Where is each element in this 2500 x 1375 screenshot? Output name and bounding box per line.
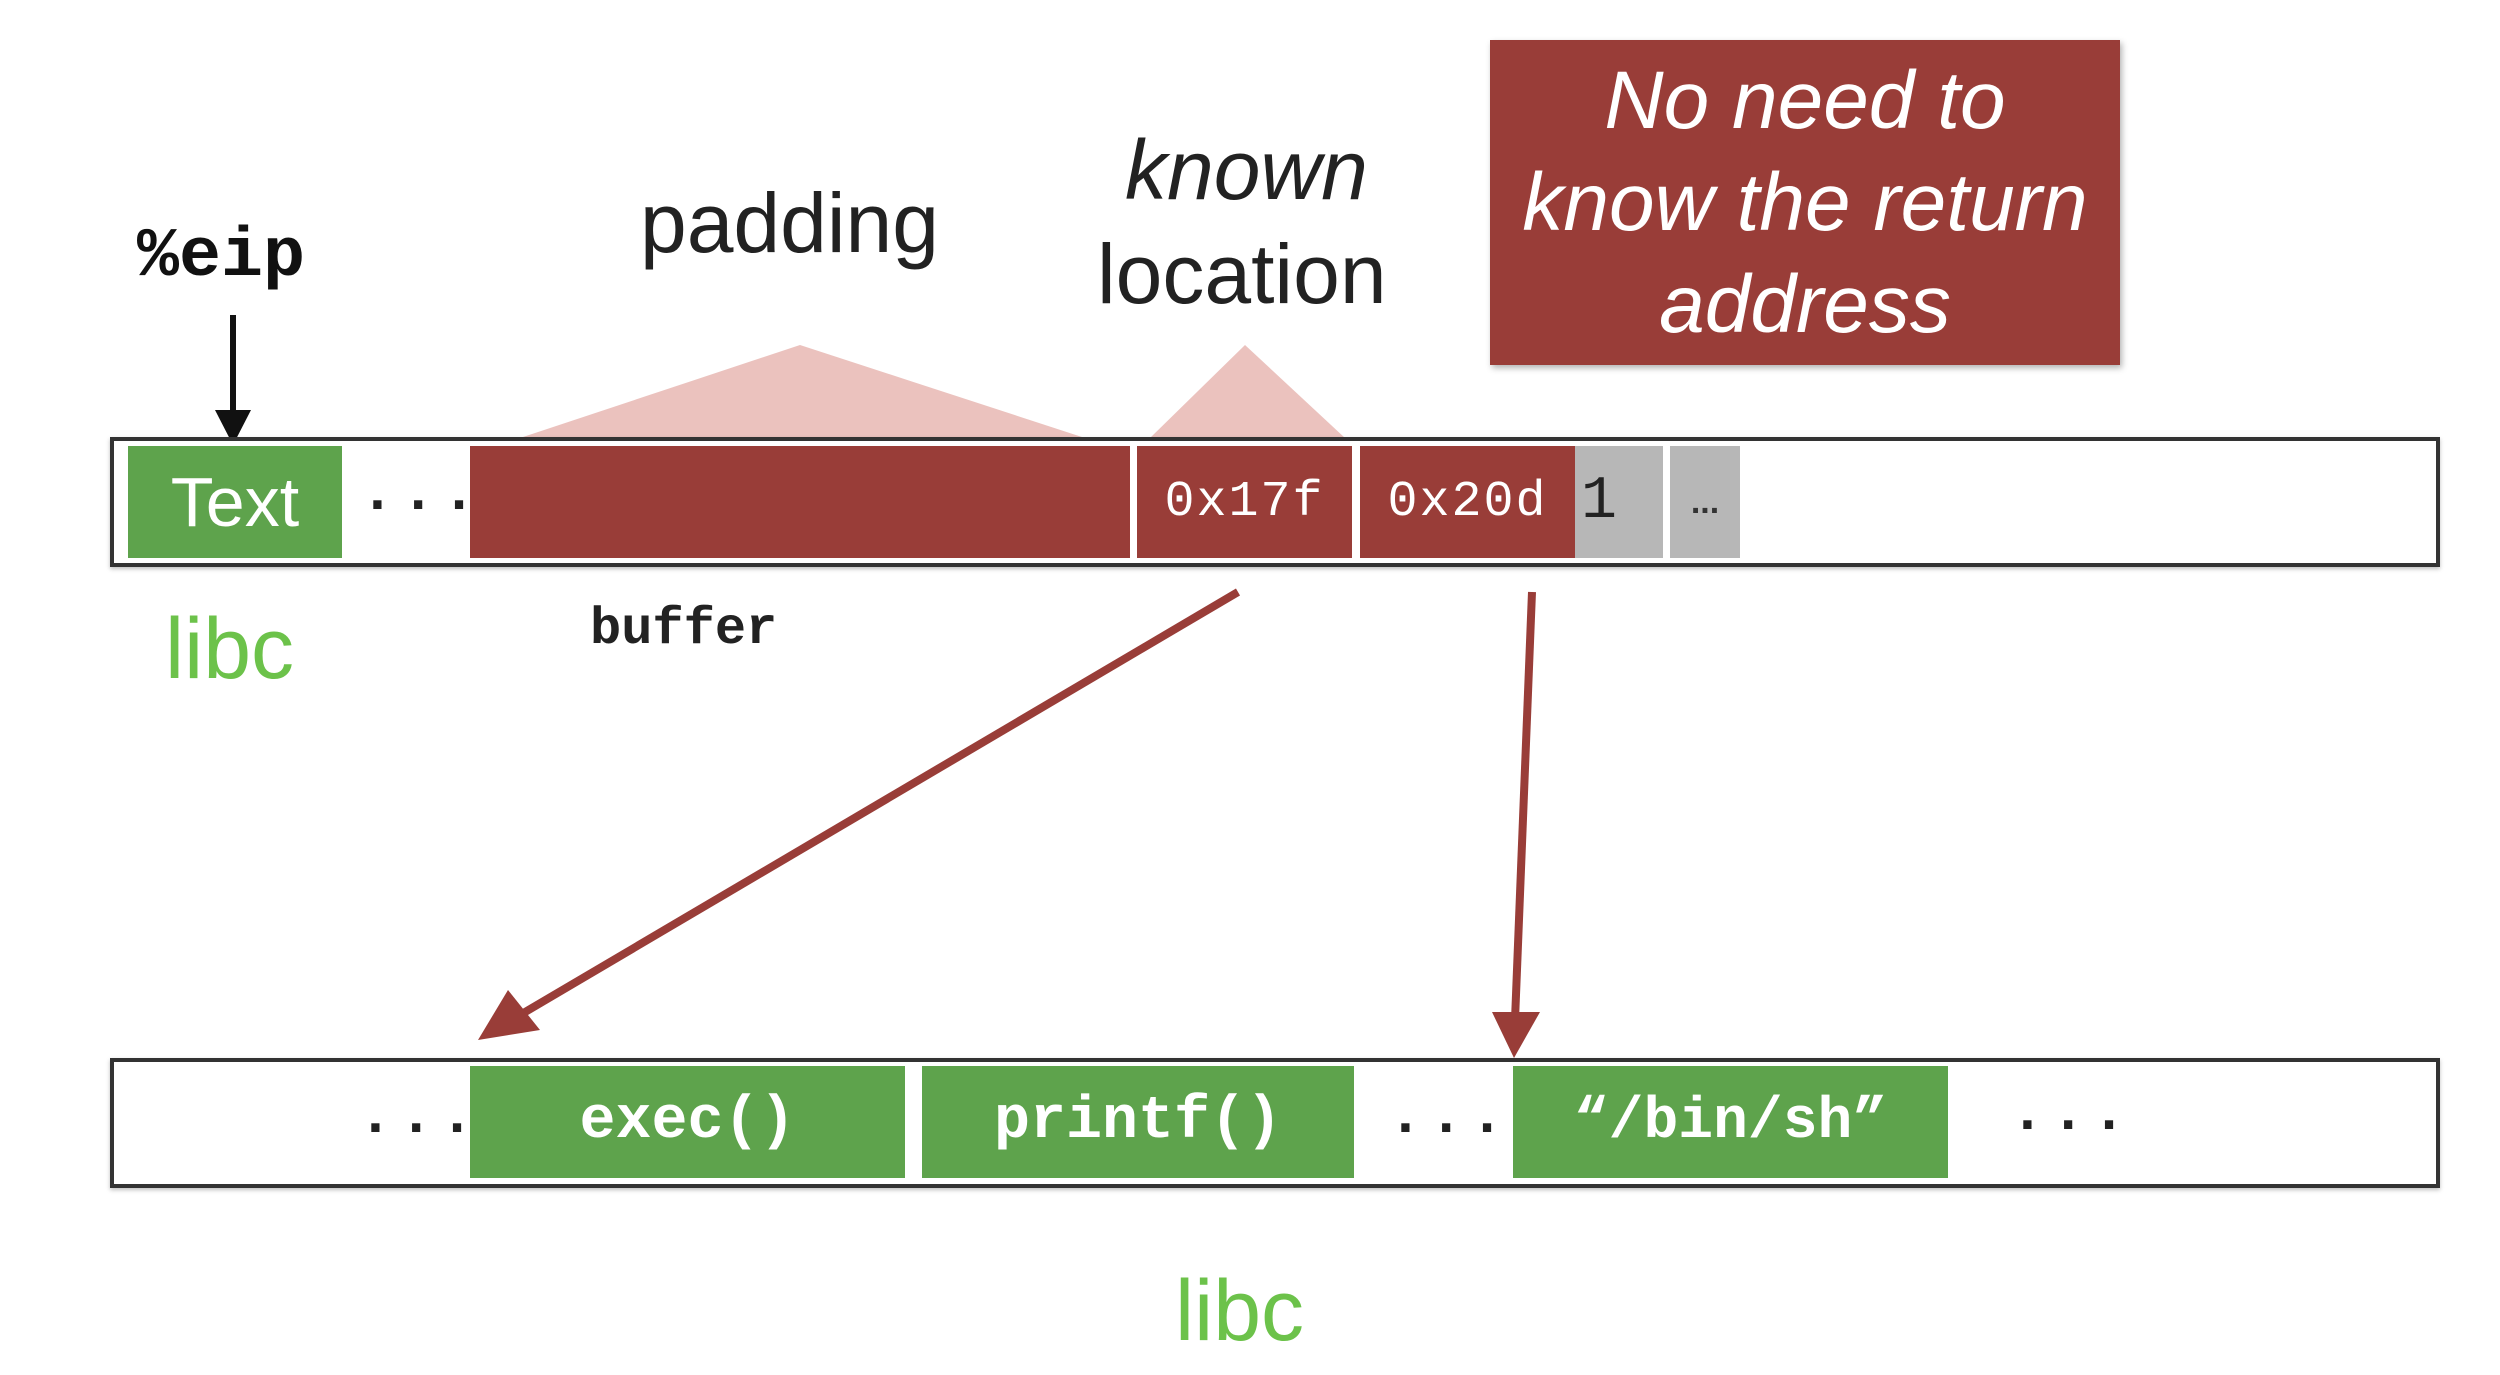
buffer-segment: [470, 446, 1130, 558]
libc-bottom-label: libc: [1175, 1263, 1305, 1359]
addr-0x17f: 0x17f: [1137, 446, 1352, 558]
stack-one-label: 1: [1581, 468, 1618, 536]
stack-ellipsis-cell: ...: [1670, 446, 1740, 558]
stack-dots: ...: [360, 462, 483, 527]
binsh-arrow-shaft: [1511, 591, 1536, 1021]
exec-arrow-shaft: [512, 588, 1241, 1022]
known-label: known: [1125, 123, 1368, 217]
note-box: No need to know the return address: [1490, 40, 2120, 365]
libc-dots-1: ...: [358, 1085, 481, 1150]
binsh-string: “/bin/sh”: [1513, 1066, 1948, 1178]
eip-label: %eip: [137, 218, 306, 297]
padding-label: padding: [640, 176, 939, 270]
location-label: location: [1097, 227, 1387, 321]
stack-ellipsis-label: ...: [1690, 482, 1720, 521]
note-line-1: No need to: [1604, 54, 2006, 146]
exec-arrow-head: [478, 990, 540, 1040]
note-line-3: address: [1659, 258, 1951, 350]
printf-function: printf(): [922, 1066, 1354, 1178]
libc-dots-2: ...: [1388, 1085, 1511, 1150]
binsh-arrow-head: [1492, 1012, 1540, 1058]
buffer-label: buffer: [590, 600, 778, 659]
exec-function: exec(): [470, 1066, 905, 1178]
eip-arrow-head: [215, 410, 251, 445]
known-location-bracket: [1150, 345, 1345, 438]
text-segment: Text: [128, 446, 342, 558]
libc-dots-3: ...: [2010, 1082, 2133, 1147]
note-line-2: know the return: [1522, 156, 2088, 248]
padding-bracket: [520, 345, 1085, 438]
stack-one-cell: 1: [1575, 446, 1663, 558]
libc-top-label: libc: [165, 601, 295, 697]
addr-0x20d: 0x20d: [1360, 446, 1575, 558]
